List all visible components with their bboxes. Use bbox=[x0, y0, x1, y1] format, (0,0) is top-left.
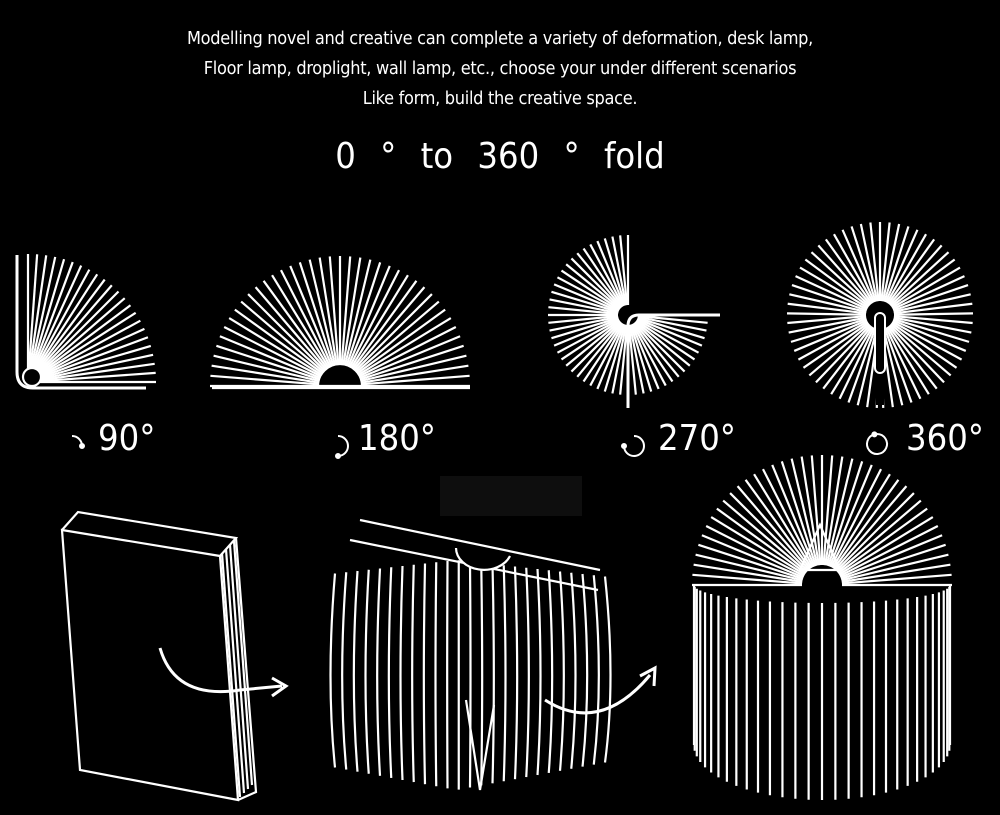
rotate-360-icon bbox=[866, 431, 888, 455]
label-90: 90° bbox=[98, 418, 156, 459]
fan-90 bbox=[15, 254, 156, 390]
rotate-180-icon bbox=[335, 435, 349, 459]
intro-line-2: Floor lamp, droplight, wall lamp, etc., … bbox=[203, 58, 797, 79]
label-180: 180° bbox=[358, 418, 436, 459]
fan-360 bbox=[786, 222, 974, 408]
intro-line-1: Modelling novel and creative can complet… bbox=[186, 28, 814, 49]
full-open-top bbox=[692, 455, 952, 587]
watermark-cover bbox=[440, 476, 582, 516]
intro-line-3: Like form, build the creative space. bbox=[362, 88, 638, 109]
fan-270 bbox=[548, 235, 720, 408]
full-open-book bbox=[692, 522, 952, 800]
fan-180 bbox=[210, 256, 470, 390]
label-360: 360° bbox=[906, 418, 984, 459]
label-270: 270° bbox=[658, 418, 736, 459]
half-open-book bbox=[329, 518, 657, 791]
rotate-270-icon bbox=[621, 435, 645, 457]
fold-range-headline: 0 ° to 360 ° fold bbox=[335, 136, 665, 177]
rotate-90-icon bbox=[71, 435, 85, 449]
closed-book bbox=[60, 510, 289, 802]
